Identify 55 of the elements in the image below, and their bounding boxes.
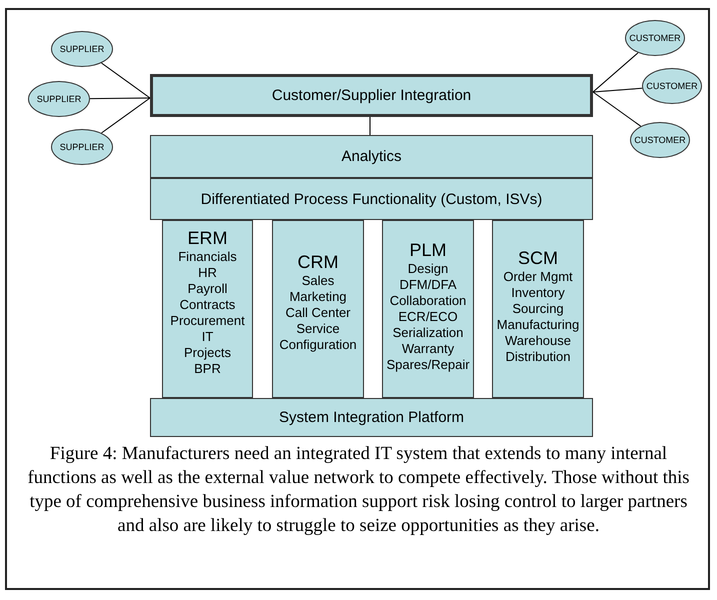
function-label: Serialization: [392, 325, 464, 341]
module-title: PLM: [409, 239, 446, 261]
function-label: Spares/Repair: [386, 357, 470, 373]
function-label: Call Center: [285, 305, 351, 321]
layer-label: Customer/Supplier Integration: [272, 87, 472, 104]
function-label: Payroll: [188, 281, 228, 297]
function-label: Collaboration: [390, 293, 466, 309]
layer-box: [150, 74, 593, 117]
function-label: Inventory: [511, 285, 565, 301]
connector-line: [100, 62, 150, 98]
function-label: Projects: [184, 345, 231, 361]
module-column: [272, 220, 364, 398]
function-label: Marketing: [289, 289, 347, 305]
node-label: SUPPLIER: [60, 44, 104, 54]
function-label: Distribution: [505, 349, 571, 365]
function-label: Design: [408, 261, 448, 277]
function-label: Order Mgmt: [503, 269, 573, 285]
module-title: ERM: [188, 227, 228, 249]
function-label: ECR/ECO: [398, 309, 458, 325]
function-label: DFM/DFA: [399, 277, 457, 293]
figure-caption: Figure 4: Manufacturers need an integrated IT system that extends to many internal functions as well as the external value network to compete effectively. Those without this type of comprehensive business information support risk losing control to larger partners and also are likely to struggle to seize opportunities as they arise.: [26, 443, 690, 538]
layer-label: Differentiated Process Functionality (Custom, ISVs): [200, 190, 542, 208]
function-label: Contracts: [180, 297, 236, 313]
function-label: Sourcing: [512, 301, 564, 317]
connector-line: [90, 98, 150, 100]
connector-line: [592, 88, 643, 92]
layer-box: [150, 135, 593, 178]
connector-line: [100, 98, 150, 134]
function-label: Warranty: [402, 341, 454, 357]
node-label: CUSTOMER: [634, 135, 686, 145]
function-label: Warehouse: [505, 333, 571, 349]
node-label: SUPPLIER: [36, 94, 82, 104]
layer-box: [150, 398, 593, 437]
connector-line: [592, 92, 642, 127]
module-column: [382, 220, 474, 398]
function-label: Manufacturing: [496, 317, 580, 333]
layer-box: [150, 178, 593, 220]
function-label: Sales: [302, 273, 334, 289]
function-label: IT: [202, 329, 214, 345]
function-label: BPR: [194, 361, 221, 377]
function-label: HR: [198, 265, 217, 281]
layer-label: System Integration Platform: [278, 409, 464, 426]
function-label: Service: [296, 321, 340, 337]
function-label: Financials: [178, 249, 237, 265]
module-title: CRM: [298, 251, 338, 273]
function-label: Procurement: [170, 313, 245, 329]
module-title: SCM: [518, 247, 558, 269]
node-label: CUSTOMER: [646, 81, 698, 91]
function-label: Configuration: [279, 337, 357, 353]
node-label: SUPPLIER: [60, 142, 104, 152]
layer-label: Analytics: [341, 148, 402, 165]
node-label: CUSTOMER: [629, 33, 681, 43]
module-column: [162, 220, 253, 398]
module-column: [492, 220, 584, 398]
connector-line: [592, 52, 638, 92]
